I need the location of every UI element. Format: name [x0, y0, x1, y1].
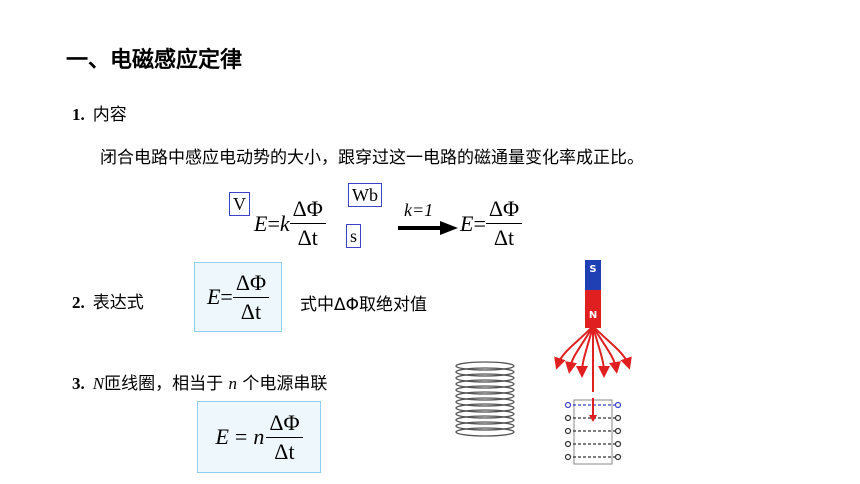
eq1-e: E [254, 210, 268, 236]
series-emf-box: E = n ΔΦ Δt [197, 401, 321, 473]
eq2-equals: = [220, 284, 233, 309]
eq3-denominator: Δt [274, 438, 295, 464]
eq1r-equals: = [473, 210, 486, 236]
coil-icon [455, 361, 515, 437]
eq1-denominator: Δt [297, 225, 318, 250]
section-3-n-turns: N [92, 374, 105, 393]
eq1-numerator: ΔΦ [289, 196, 326, 224]
section-3-label-b: 个电源串联 [242, 374, 328, 394]
eq1-fraction: ΔΦ Δt [289, 196, 326, 251]
arrow-label: k=1 [404, 200, 434, 220]
equation-2: E = ΔΦ Δt [206, 270, 270, 325]
page-title: 一、电磁感应定律 [66, 48, 243, 73]
eq1r-denominator: Δt [493, 225, 515, 250]
section-3-label-a: 匝线圈，相当于 [104, 374, 224, 394]
expression-box: E = ΔΦ Δt [194, 262, 282, 332]
section-3-heading: 3. N匝线圈，相当于 n 个电源串联 [72, 369, 327, 394]
eq3-fraction: ΔΦ Δt [266, 410, 303, 465]
eq3-numerator: ΔΦ [266, 410, 303, 438]
section-1-heading: 1. 内容 [72, 100, 127, 125]
eq2-numerator: ΔΦ [232, 270, 270, 298]
absolute-value-note: 式中ΔΦ取绝对值 [300, 295, 428, 315]
coil-turns-icon [564, 398, 622, 465]
section-3-n: n [228, 374, 238, 393]
eq3-n: n [253, 424, 265, 449]
magnet-s-pole: S [585, 260, 601, 290]
section-1-text: 闭合电路中感应电动势的大小，跟穿过这一电路的磁通量变化率成正比。 [100, 148, 644, 168]
eq2-e: E [206, 284, 221, 309]
eq1r-fraction: ΔΦ Δt [485, 196, 523, 251]
unit-s-tag: s [346, 224, 362, 248]
right-arrow-icon [398, 221, 458, 235]
unit-wb-tag: Wb [348, 183, 382, 207]
eq3-equals: = [234, 424, 248, 449]
magnetic-field-lines-icon [554, 325, 632, 392]
section-3-number: 3. [72, 374, 85, 393]
unit-v-tag: V [229, 192, 250, 216]
eq1r-e: E [460, 210, 474, 236]
section-2-number: 2. [72, 293, 85, 312]
eq1r-numerator: ΔΦ [485, 196, 523, 224]
eq2-denominator: Δt [240, 298, 262, 324]
equation-3: E = n ΔΦ Δt [215, 410, 303, 465]
section-1-label: 内容 [92, 105, 127, 125]
equation-1-result: E = ΔΦ Δt [460, 196, 523, 251]
section-2-heading: 2. 表达式 [72, 288, 144, 313]
eq1-equals: = [267, 210, 280, 236]
magnet-n-pole: N [585, 290, 601, 328]
eq1-k: k [279, 210, 290, 236]
equation-1: E = k ΔΦ Δt [254, 196, 326, 251]
section-1-number: 1. [72, 105, 85, 124]
eq2-fraction: ΔΦ Δt [232, 270, 270, 325]
section-2-label: 表达式 [92, 293, 144, 313]
eq3-e: E [215, 424, 229, 449]
